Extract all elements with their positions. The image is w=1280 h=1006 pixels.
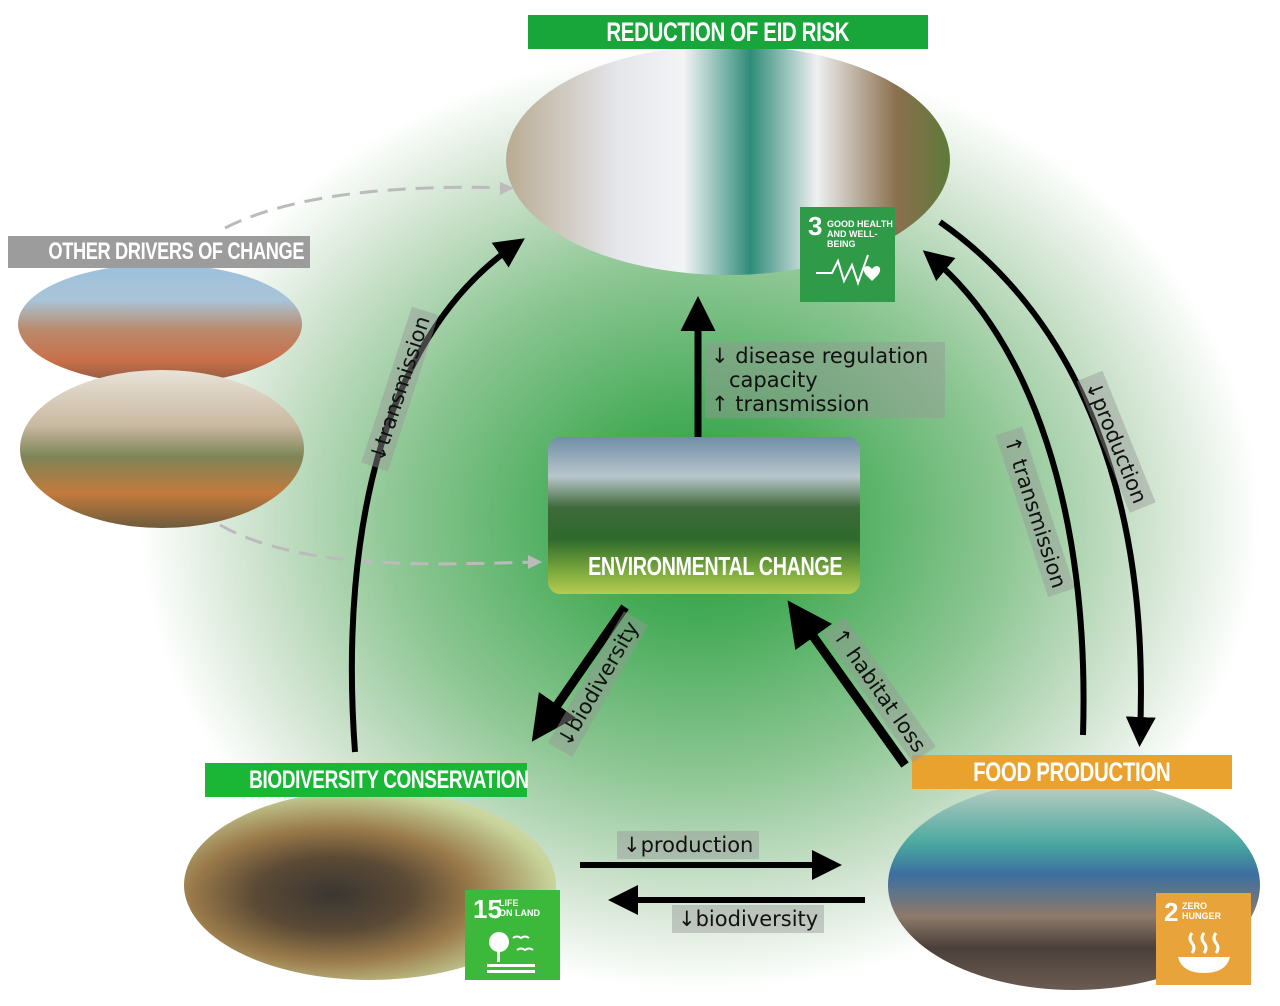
eid-risk-banner: REDUCTION OF EID RISK [528, 15, 928, 49]
dashed-arrow-drivers-to-env [219, 523, 536, 566]
dashed-arrowhead [500, 182, 514, 195]
environmental-change-title: ENVIRONMENTAL CHANGE [588, 551, 843, 581]
biodiversity-banner: BIODIVERSITY CONSERVATION [205, 763, 529, 797]
sdg2-number: 2 [1164, 897, 1179, 927]
sdg15-badge: 15 LIFE ON LAND [465, 890, 560, 980]
sdg3-number: 3 [808, 211, 823, 241]
center-label-line2: capacity [729, 368, 818, 392]
other-drivers-title: OTHER DRIVERS OF CHANGE [48, 238, 305, 265]
food-production-title: FOOD PRODUCTION [973, 757, 1171, 787]
arrow-food-to-eid [922, 250, 1087, 736]
dashed-arrowhead [528, 555, 542, 569]
sdg15-label-2: ON LAND [499, 908, 540, 918]
bottom-biodiversity-label: ↓biodiversity [672, 905, 825, 933]
eid-risk-title: REDUCTION OF EID RISK [606, 17, 850, 47]
biodiversity-title: BIODIVERSITY CONSERVATION [249, 766, 529, 794]
sdg3-label-1: GOOD HEALTH [827, 219, 893, 229]
tree-birds-icon [487, 932, 535, 973]
sdg2-badge: 2 ZERO HUNGER [1156, 893, 1251, 985]
sdg15-label-1: LIFE [499, 898, 519, 908]
other-drivers-banner: OTHER DRIVERS OF CHANGE [8, 236, 310, 268]
city-photo [18, 264, 302, 384]
sdg3-label-2: AND WELL-BEING [827, 229, 878, 249]
arrow-bio-to-eid [348, 238, 525, 753]
sdg3-badge: 3 GOOD HEALTH AND WELL-BEING [800, 207, 895, 302]
arrow-env-to-bio [531, 604, 629, 742]
heartbeat-icon [816, 254, 881, 287]
center-label-line3: ↑ transmission [711, 392, 870, 416]
dashed-arrow-drivers-to-eid [224, 185, 511, 230]
food-production-banner: FOOD PRODUCTION [912, 755, 1232, 789]
environmental-change-photo: ENVIRONMENTAL CHANGE [548, 437, 860, 594]
sdg15-number: 15 [473, 894, 502, 924]
sdg2-label-1: ZERO [1182, 901, 1208, 911]
bottom-production-label: ↓production [617, 831, 760, 859]
center-label-line1: ↓ disease regulation [711, 344, 929, 368]
arrow-food-to-env [787, 600, 909, 768]
military-photo [20, 370, 304, 528]
bowl-icon [1178, 932, 1230, 973]
sdg2-label-2: HUNGER [1182, 911, 1222, 921]
center-arrow-label: ↓ disease regulation capacity ↑ transmis… [705, 342, 945, 418]
environmental-change-banner: ENVIRONMENTAL CHANGE [548, 549, 860, 583]
arrow-eid-to-food [938, 219, 1156, 747]
